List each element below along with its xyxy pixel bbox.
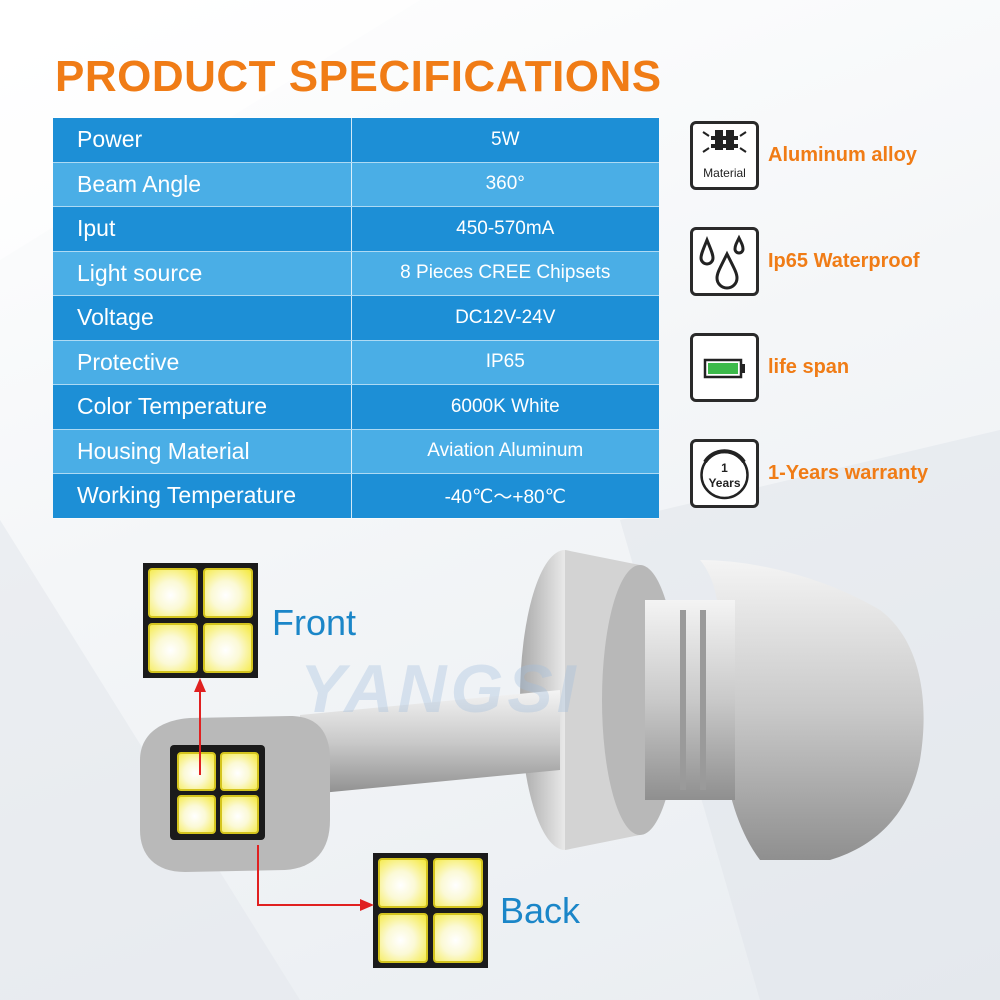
led-chip xyxy=(433,913,483,963)
back-chip-closeup xyxy=(373,853,488,968)
spec-value: 5W xyxy=(350,117,659,163)
spec-value: 360° xyxy=(350,161,659,207)
spec-value: 6000K White xyxy=(350,384,659,430)
led-chip xyxy=(177,795,216,834)
spec-label: Light source xyxy=(53,250,351,296)
spec-value: -40℃～+80℃ xyxy=(350,473,659,519)
warranty-unit: Years xyxy=(708,476,740,490)
spec-label: Protective xyxy=(53,339,351,385)
spec-value: Aviation Aluminum xyxy=(350,428,659,474)
led-chip xyxy=(378,913,428,963)
feature-life-span: life span xyxy=(690,333,849,402)
spec-value: IP65 xyxy=(350,339,659,385)
back-arrow-head xyxy=(360,899,374,911)
led-chip xyxy=(148,568,198,618)
led-chip xyxy=(177,752,216,791)
front-label: Front xyxy=(272,602,357,643)
spec-value: DC12V-24V xyxy=(350,295,659,341)
front-arrow-head xyxy=(194,678,206,692)
back-arrow xyxy=(257,845,366,906)
water-drops-icon xyxy=(690,227,759,296)
spec-label: Power xyxy=(53,117,351,163)
feature-text: life span xyxy=(768,356,850,378)
bulb-chips xyxy=(173,748,263,838)
page-title: PRODUCT SPECIFICATIONS xyxy=(55,52,662,101)
feature-waterproof: Ip65 Waterproof xyxy=(690,227,920,296)
spec-value: 450-570mA xyxy=(350,206,659,252)
spec-label: Color Temperature xyxy=(53,384,351,430)
brand-watermark: YANGSI xyxy=(300,651,580,727)
led-chip xyxy=(148,623,198,673)
material-icon: Material xyxy=(690,121,759,190)
warranty-badge-icon: 1 Years xyxy=(690,439,759,508)
material-icon-label: Material xyxy=(703,166,746,180)
spec-row: Working Temperature-40℃～+80℃ xyxy=(53,473,659,519)
led-chip xyxy=(203,568,253,618)
led-chip xyxy=(203,623,253,673)
spec-label: Voltage xyxy=(53,295,351,341)
spec-value: 8 Pieces CREE Chipsets xyxy=(350,250,659,296)
warranty-number: 1 xyxy=(721,461,728,475)
feature-warranty: 1 Years 1-Years warranty xyxy=(690,439,928,508)
feature-text: Ip65 Waterproof xyxy=(768,250,920,272)
led-chip xyxy=(220,752,259,791)
battery-icon xyxy=(690,333,759,402)
spec-label: Working Temperature xyxy=(53,473,351,519)
led-chip xyxy=(378,858,428,908)
led-chip xyxy=(433,858,483,908)
spec-label: Housing Material xyxy=(53,428,351,474)
feature-material: Material Aluminum alloy xyxy=(690,121,917,190)
led-chip xyxy=(220,795,259,834)
front-chip-closeup xyxy=(143,563,258,678)
back-label: Back xyxy=(500,890,581,931)
spec-label: Iput xyxy=(53,206,351,252)
feature-text: Aluminum alloy xyxy=(768,144,917,166)
spec-label: Beam Angle xyxy=(53,161,351,207)
feature-text: 1-Years warranty xyxy=(768,462,929,484)
